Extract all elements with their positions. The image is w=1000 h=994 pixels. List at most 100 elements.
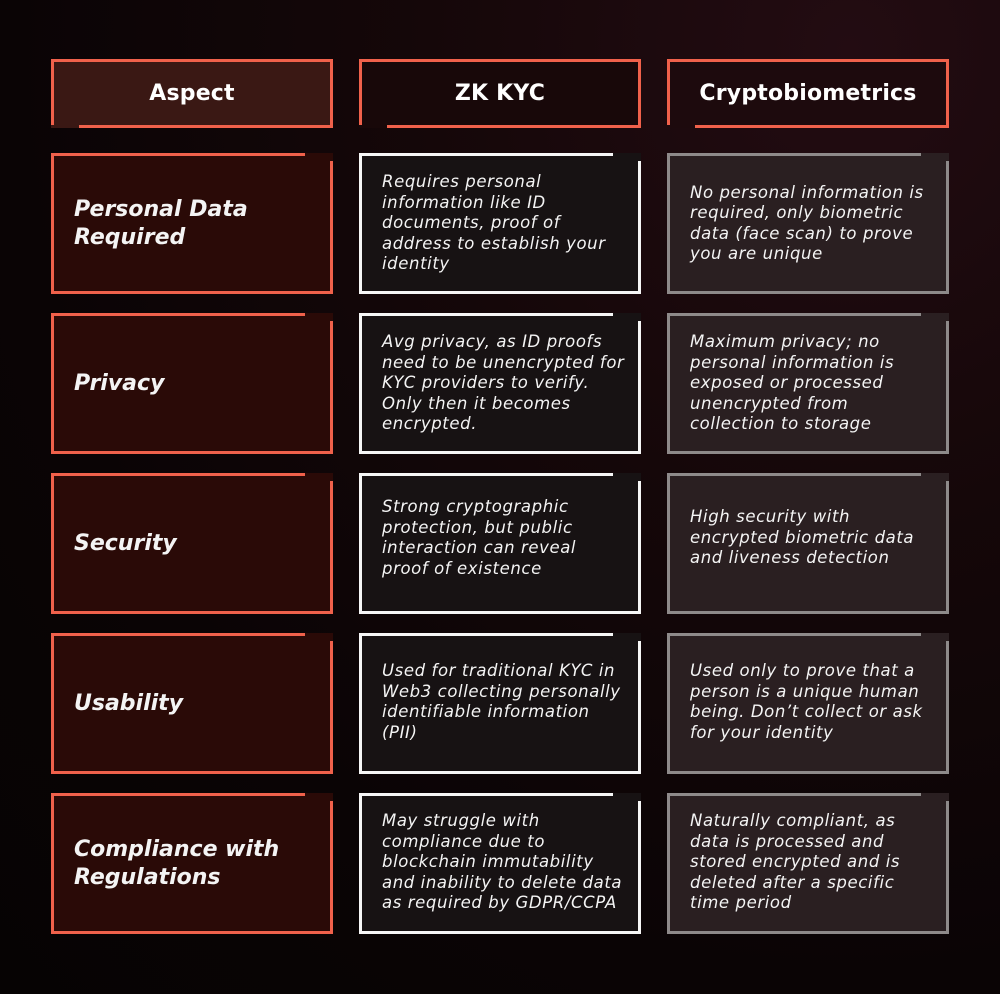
border (638, 59, 641, 128)
zk-kyc-cell: Used for traditional KYC in Web3 collect… (359, 633, 641, 774)
border (667, 153, 921, 156)
header-label: Aspect (149, 81, 235, 106)
border (51, 931, 333, 934)
border (638, 641, 641, 774)
border (946, 321, 949, 454)
aspect-label: Compliance with Regulations (74, 836, 280, 890)
border (695, 125, 949, 128)
border (51, 291, 333, 294)
border (667, 313, 921, 316)
border (638, 321, 641, 454)
border (330, 481, 333, 614)
header-aspect: Aspect (51, 59, 333, 128)
border (667, 59, 949, 62)
zk-kyc-cell: Avg privacy, as ID proofs need to be une… (359, 313, 641, 454)
aspect-cell-privacy: Privacy (51, 313, 333, 454)
border (667, 313, 670, 454)
border (638, 481, 641, 614)
border (359, 313, 613, 316)
border (330, 321, 333, 454)
border (359, 451, 641, 454)
border (51, 793, 305, 796)
aspect-label: Security (74, 530, 177, 556)
border (330, 161, 333, 294)
border (667, 633, 670, 774)
border (359, 633, 362, 774)
border (667, 451, 949, 454)
border (51, 59, 54, 125)
border (359, 473, 362, 614)
border (359, 793, 362, 934)
border (359, 633, 613, 636)
border (946, 481, 949, 614)
border (359, 59, 641, 62)
border (51, 153, 54, 294)
header-label: Cryptobiometrics (699, 81, 917, 106)
border (946, 641, 949, 774)
border (51, 313, 54, 454)
border (330, 641, 333, 774)
aspect-label: Usability (74, 690, 184, 716)
border (667, 291, 949, 294)
border (946, 161, 949, 294)
border (359, 59, 362, 125)
border (667, 633, 921, 636)
aspect-cell-personal-data: Personal Data Required (51, 153, 333, 294)
border (946, 59, 949, 128)
cryptobiometrics-cell: Maximum privacy; no personal information… (667, 313, 949, 454)
border (667, 771, 949, 774)
border (51, 793, 54, 934)
border (387, 125, 641, 128)
border (359, 313, 362, 454)
border (330, 59, 333, 128)
cryptobiometrics-cell: Used only to prove that a person is a un… (667, 633, 949, 774)
border (51, 611, 333, 614)
zk-kyc-text: Requires personal information like ID do… (382, 172, 606, 274)
header-label: ZK KYC (454, 81, 546, 106)
aspect-cell-usability: Usability (51, 633, 333, 774)
border (667, 611, 949, 614)
border (667, 473, 670, 614)
cryptobiometrics-text: Maximum privacy; no personal information… (690, 332, 895, 434)
border (51, 473, 54, 614)
border (359, 153, 362, 294)
cryptobiometrics-cell: High security with encrypted biometric d… (667, 473, 949, 614)
cryptobiometrics-cell: No personal information is required, onl… (667, 153, 949, 294)
border (359, 611, 641, 614)
border (667, 473, 921, 476)
border (51, 153, 305, 156)
border (638, 161, 641, 294)
border (667, 793, 921, 796)
zk-kyc-text: Avg privacy, as ID proofs need to be une… (382, 332, 625, 434)
border (667, 153, 670, 294)
cryptobiometrics-text: Used only to prove that a person is a un… (690, 661, 923, 742)
aspect-label: Privacy (74, 370, 165, 396)
border (359, 793, 613, 796)
border (359, 291, 641, 294)
zk-kyc-text: May struggle with compliance due to bloc… (382, 811, 623, 912)
header-zk-kyc: ZK KYC (359, 59, 641, 128)
border (51, 313, 305, 316)
border (359, 771, 641, 774)
border (51, 771, 333, 774)
header-cryptobiometrics: Cryptobiometrics (667, 59, 949, 128)
border (51, 451, 333, 454)
border (359, 153, 613, 156)
zk-kyc-text: Used for traditional KYC in Web3 collect… (382, 661, 621, 742)
border (946, 801, 949, 934)
border (638, 801, 641, 934)
border (51, 633, 54, 774)
cryptobiometrics-text: High security with encrypted biometric d… (690, 507, 915, 567)
zk-kyc-cell: Strong cryptographic protection, but pub… (359, 473, 641, 614)
zk-kyc-text: Strong cryptographic protection, but pub… (382, 497, 577, 578)
border (330, 801, 333, 934)
zk-kyc-cell: Requires personal information like ID do… (359, 153, 641, 294)
border (359, 473, 613, 476)
aspect-cell-security: Security (51, 473, 333, 614)
zk-kyc-cell: May struggle with compliance due to bloc… (359, 793, 641, 934)
border (359, 931, 641, 934)
border (51, 473, 305, 476)
border (667, 59, 670, 125)
cryptobiometrics-text: No personal information is required, onl… (690, 182, 924, 264)
cryptobiometrics-cell: Naturally compliant, as data is processe… (667, 793, 949, 934)
